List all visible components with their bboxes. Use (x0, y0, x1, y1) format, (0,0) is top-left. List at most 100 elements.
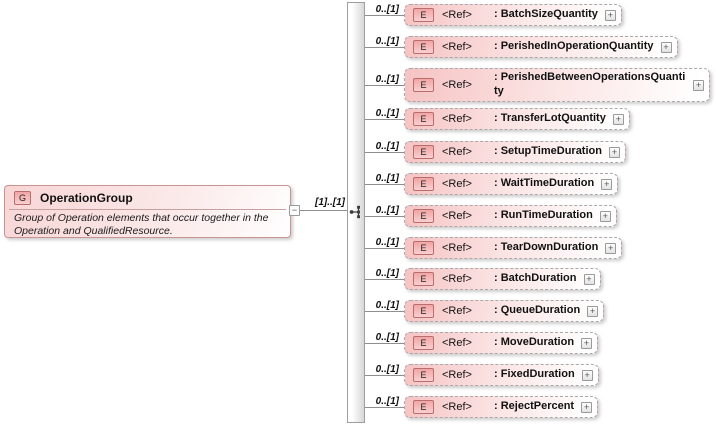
expand-plus-icon[interactable] (660, 41, 672, 53)
cardinality-label: 0..[1] (375, 268, 399, 279)
element-box-batchsizequantity[interactable]: E <Ref> : BatchSizeQuantity (404, 4, 622, 26)
element-icon: E (413, 368, 434, 382)
ref-label: <Ref> (442, 178, 472, 190)
element-icon: E (413, 145, 434, 159)
sequence-compositor-bar[interactable] (347, 2, 365, 423)
element-row-queueduration: 0..[1] E <Ref> : QueueDuration (365, 300, 605, 322)
group-cardinality-label: [1]..[1] (315, 197, 345, 208)
expand-plus-icon[interactable] (581, 401, 593, 413)
element-name: : FixedDuration (494, 368, 575, 381)
connector-line (365, 46, 404, 48)
cardinality-label: 0..[1] (375, 205, 399, 216)
cardinality-label: 0..[1] (375, 173, 399, 184)
connector-line (365, 183, 404, 185)
element-name: : TearDownDuration (494, 241, 599, 254)
element-name: : PerishedInOperationQuantity (494, 40, 654, 53)
ref-label: <Ref> (442, 9, 472, 21)
group-connector-line (300, 210, 347, 211)
expand-plus-icon[interactable] (581, 369, 593, 381)
element-row-rejectpercent: 0..[1] E <Ref> : RejectPercent (365, 396, 599, 418)
connector-line (365, 342, 404, 344)
cardinality-label: 0..[1] (375, 237, 399, 248)
element-box-batchduration[interactable]: E <Ref> : BatchDuration (404, 268, 601, 290)
element-icon: E (413, 336, 434, 350)
element-row-teardownduration: 0..[1] E <Ref> : TearDownDuration (365, 237, 623, 259)
cardinality-label: 0..[1] (375, 396, 399, 407)
connector-line (365, 118, 404, 120)
element-box-setuptimeduration[interactable]: E <Ref> : SetupTimeDuration (404, 141, 626, 163)
group-title-row: G OperationGroup (14, 190, 282, 206)
ref-label: <Ref> (442, 210, 472, 222)
expand-plus-icon[interactable] (601, 178, 613, 190)
cardinality-label: 0..[1] (375, 74, 399, 85)
connector-line (365, 374, 404, 376)
element-row-moveduration: 0..[1] E <Ref> : MoveDuration (365, 332, 599, 354)
expand-plus-icon[interactable] (693, 79, 704, 91)
expand-plus-icon[interactable] (612, 113, 624, 125)
element-icon: E (413, 241, 434, 255)
expand-plus-icon[interactable] (587, 305, 599, 317)
element-icon: E (413, 209, 434, 223)
ref-label: <Ref> (442, 369, 472, 381)
element-row-perishedinoperationquantity: 0..[1] E <Ref> : PerishedInOperationQuan… (365, 36, 678, 58)
group-description: Group of Operation elements that occur t… (14, 212, 269, 237)
ref-label: <Ref> (442, 146, 472, 158)
element-name: : MoveDuration (494, 336, 575, 349)
ref-label: <Ref> (442, 79, 472, 91)
expand-plus-icon[interactable] (608, 146, 620, 158)
cardinality-label: 0..[1] (375, 300, 399, 311)
element-row-transferlotquantity: 0..[1] E <Ref> : TransferLotQuantity (365, 108, 630, 130)
element-box-runtimeduration[interactable]: E <Ref> : RunTimeDuration (404, 205, 617, 227)
element-name: : BatchDuration (494, 272, 577, 285)
expand-plus-icon[interactable] (581, 337, 593, 349)
cardinality-label: 0..[1] (375, 141, 399, 152)
element-row-setuptimeduration: 0..[1] E <Ref> : SetupTimeDuration (365, 141, 626, 163)
element-box-transferlotquantity[interactable]: E <Ref> : TransferLotQuantity (404, 108, 630, 130)
element-box-teardownduration[interactable]: E <Ref> : TearDownDuration (404, 237, 623, 259)
element-row-waittimeduration: 0..[1] E <Ref> : WaitTimeDuration (365, 173, 619, 195)
element-icon: E (413, 78, 434, 92)
element-icon: E (413, 304, 434, 318)
element-name: : TransferLotQuantity (494, 112, 606, 125)
element-icon: E (413, 8, 434, 22)
connector-line (365, 406, 404, 408)
sequence-icon (349, 205, 360, 219)
element-box-queueduration[interactable]: E <Ref> : QueueDuration (404, 300, 605, 322)
element-box-perishedinoperationquantity[interactable]: E <Ref> : PerishedInOperationQuantity (404, 36, 678, 58)
element-icon: E (413, 177, 434, 191)
element-row-perishedbetweenoperationsquantity: 0..[1] E <Ref> : PerishedBetweenOperatio… (365, 68, 710, 102)
element-icon: E (413, 272, 434, 286)
group-divider (9, 209, 286, 210)
ref-label: <Ref> (442, 337, 472, 349)
element-name: : RunTimeDuration (494, 209, 593, 222)
element-box-waittimeduration[interactable]: E <Ref> : WaitTimeDuration (404, 173, 619, 195)
element-box-rejectpercent[interactable]: E <Ref> : RejectPercent (404, 396, 599, 418)
ref-label: <Ref> (442, 113, 472, 125)
element-box-moveduration[interactable]: E <Ref> : MoveDuration (404, 332, 599, 354)
expand-plus-icon[interactable] (604, 9, 616, 21)
ref-label: <Ref> (442, 273, 472, 285)
element-box-perishedbetweenoperationsquantity[interactable]: E <Ref> : PerishedBetweenOperationsQuant… (404, 68, 710, 102)
element-row-batchsizequantity: 0..[1] E <Ref> : BatchSizeQuantity (365, 4, 622, 26)
expand-plus-icon[interactable] (583, 273, 595, 285)
group-title: OperationGroup (40, 191, 133, 205)
group-icon: G (14, 191, 31, 205)
connector-line (365, 247, 404, 249)
element-name: : PerishedBetweenOperationsQuantity (494, 71, 686, 97)
cardinality-label: 0..[1] (375, 332, 399, 343)
cardinality-label: 0..[1] (375, 4, 399, 15)
cardinality-label: 0..[1] (375, 108, 399, 119)
element-icon: E (413, 112, 434, 126)
element-box-fixedduration[interactable]: E <Ref> : FixedDuration (404, 364, 599, 386)
connector-line (365, 14, 404, 16)
expand-plus-icon[interactable] (605, 242, 617, 254)
ref-label: <Ref> (442, 242, 472, 254)
collapse-minus-icon[interactable] (289, 205, 300, 216)
element-name: : QueueDuration (494, 304, 581, 317)
group-box-operationgroup[interactable]: G OperationGroup Group of Operation elem… (4, 185, 291, 238)
element-name: : SetupTimeDuration (494, 145, 602, 158)
expand-plus-icon[interactable] (599, 210, 611, 222)
element-icon: E (413, 40, 434, 54)
connector-line (365, 151, 404, 153)
